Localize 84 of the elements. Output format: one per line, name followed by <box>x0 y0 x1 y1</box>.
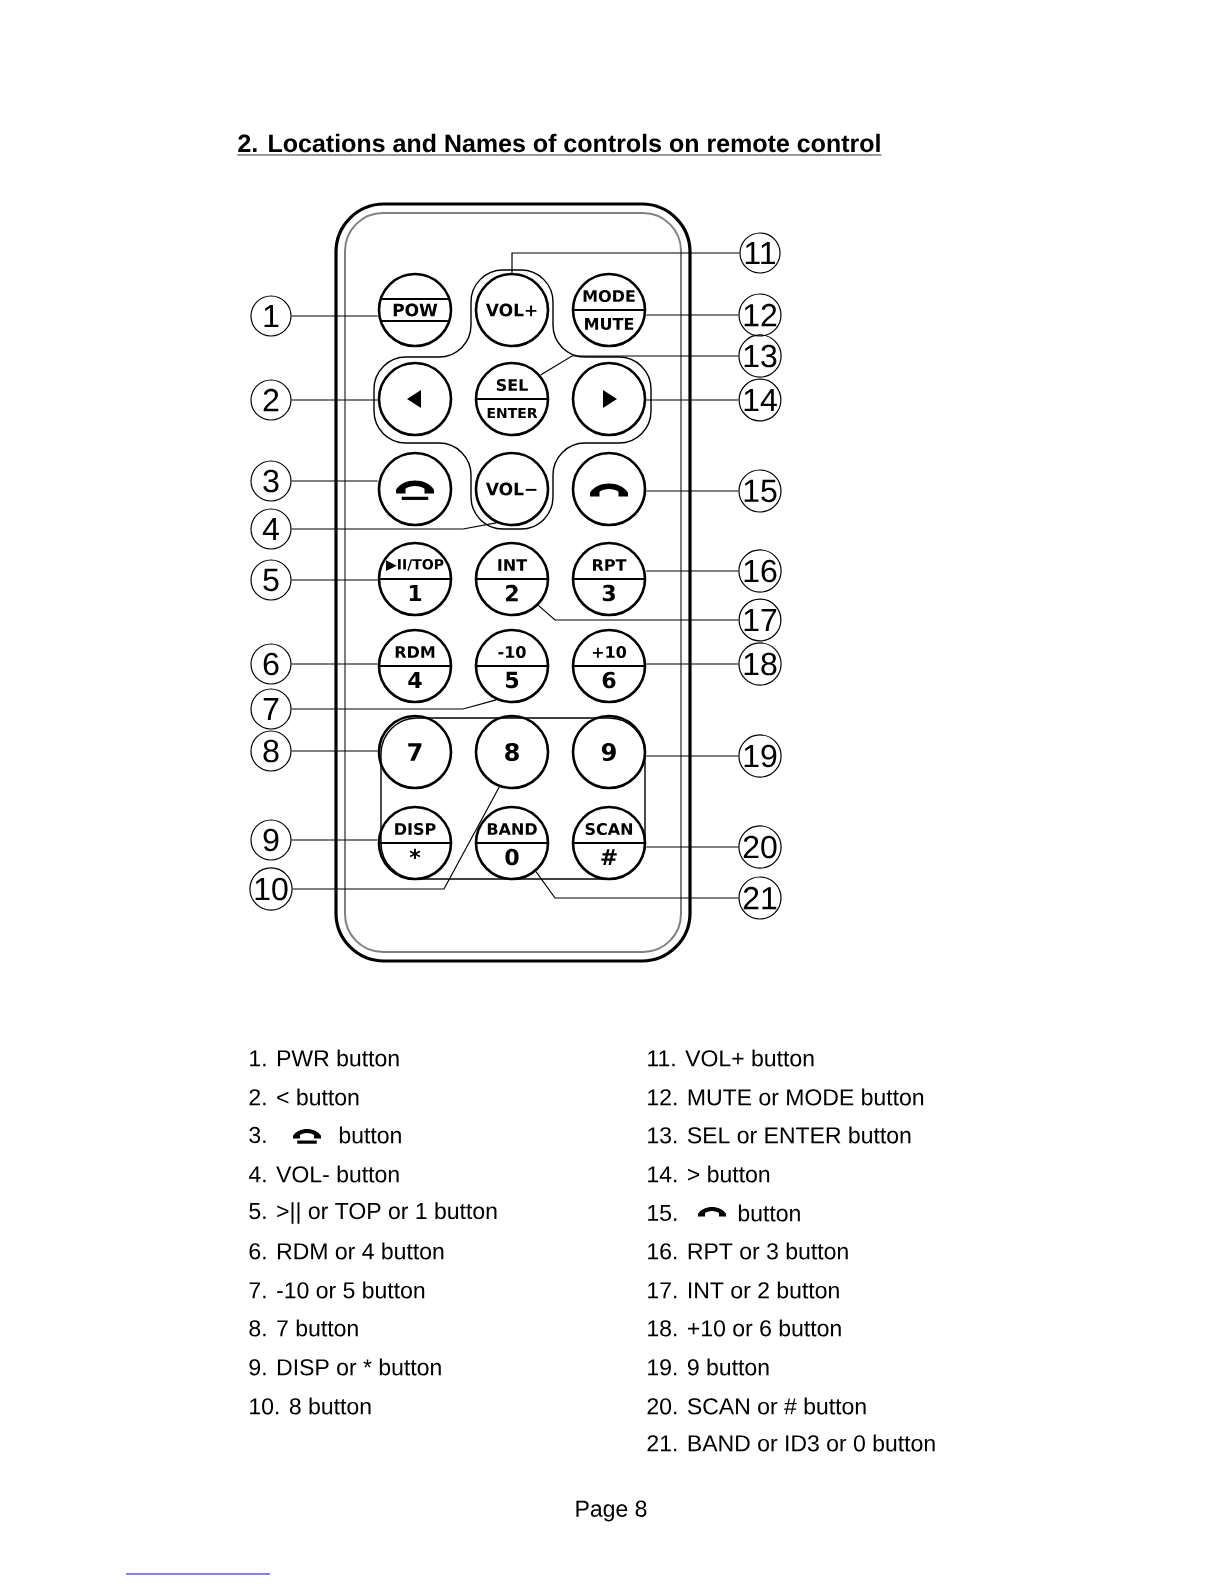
callout-number: 19 <box>738 734 782 778</box>
callout-number: 3 <box>250 460 292 502</box>
round-button: POW <box>377 272 453 348</box>
round-button: +10 6 <box>571 628 647 704</box>
leader-line <box>645 663 739 665</box>
callout-number: 13 <box>738 334 782 378</box>
list-item: 11. VOL+ button <box>648 1049 814 1067</box>
list-item: button <box>738 1204 800 1222</box>
leader-line <box>291 399 379 401</box>
callout-number: 18 <box>738 642 782 686</box>
leader-line <box>291 750 379 752</box>
round-button: 9 <box>571 714 647 790</box>
leader-line <box>291 699 497 710</box>
callout-number: 20 <box>738 825 782 869</box>
list-item: 7. -10 or 5 button <box>249 1281 425 1299</box>
round-button: INT 2 <box>474 541 550 617</box>
list-item: 15. <box>648 1205 677 1222</box>
leader-line <box>291 579 379 581</box>
list-item: 4. VOL- button <box>248 1165 399 1183</box>
callout-number: 6 <box>250 643 292 685</box>
round-button: SCAN # <box>571 805 647 881</box>
callout-number: 11 <box>739 232 781 274</box>
callout-number: 8 <box>250 730 292 772</box>
heading: 2. Locations and Names of controls on remote control <box>237 133 882 156</box>
list-item: 3. <box>249 1126 266 1144</box>
list-item: 1. PWR button <box>250 1049 399 1067</box>
list-item: 21. BAND or ID3 or 0 button <box>647 1434 935 1452</box>
leader-line <box>645 399 740 401</box>
callout-number: 12 <box>738 293 782 337</box>
callout-number: 1 <box>250 295 292 337</box>
leader-line <box>540 355 739 376</box>
round-button: DISP * <box>377 805 453 881</box>
list-item: 2. < button <box>249 1088 359 1106</box>
list-item: 17. INT or 2 button <box>648 1281 839 1299</box>
leader-line <box>291 663 379 665</box>
callout-number: 4 <box>250 508 292 550</box>
list-item: 5. >|| or TOP or 1 button <box>249 1202 497 1224</box>
round-button: -10 5 <box>474 628 550 704</box>
list-item: 9. DISP or * button <box>249 1358 441 1376</box>
list-item: 16. RPT or 3 button <box>648 1242 848 1260</box>
callout-number: 16 <box>738 549 782 593</box>
leader-line <box>292 786 500 890</box>
leader-line <box>291 315 379 317</box>
list-item: 20. SCAN or # button <box>647 1397 866 1415</box>
callout-number: 17 <box>738 598 782 642</box>
leader-line <box>535 871 739 899</box>
round-button: RDM 4 <box>377 628 453 704</box>
callout-number: 10 <box>249 867 293 911</box>
leader-line <box>291 480 379 482</box>
round-button: BAND 0 <box>474 805 550 881</box>
round-button: ▶II/TOP 1 <box>377 541 453 617</box>
callout-number: 21 <box>738 876 782 920</box>
callout-number: 5 <box>250 559 292 601</box>
leader-line <box>645 846 739 848</box>
round-button: VOL+ <box>474 272 550 348</box>
round-button: SEL ENTER <box>474 361 550 437</box>
round-button: 8 <box>474 714 550 790</box>
leader-line <box>645 755 739 757</box>
leader-line <box>645 570 739 572</box>
list-item: 10. 8 button <box>250 1397 371 1415</box>
callout-number: 2 <box>250 379 292 421</box>
list-item: button <box>339 1126 401 1144</box>
list-item: 8. 7 button <box>249 1319 358 1337</box>
round-button: RPT 3 <box>571 541 647 617</box>
leader-line <box>645 490 739 492</box>
leader-line <box>511 252 740 274</box>
round-button: 7 <box>377 714 453 790</box>
page-number: Page 8 <box>576 1500 647 1522</box>
leader-line <box>291 522 497 530</box>
list-item: 12. MUTE or MODE button <box>648 1088 924 1106</box>
leader-line <box>537 604 740 621</box>
list-item: 18. +10 or 6 button <box>648 1319 841 1337</box>
list-item: 14. > button <box>648 1165 770 1183</box>
list-item: 13. SEL or ENTER button <box>648 1126 911 1144</box>
callout-number: 7 <box>250 688 292 730</box>
round-button: MODE MUTE <box>571 272 647 348</box>
list-item: 6. RDM or 4 button <box>249 1242 444 1260</box>
round-button: VOL− <box>474 451 550 527</box>
leader-line <box>291 839 379 841</box>
list-item: 19. 9 button <box>648 1358 769 1376</box>
leader-line <box>645 314 739 316</box>
callout-number: 9 <box>250 819 292 861</box>
callout-number: 15 <box>738 469 782 513</box>
callout-number: 14 <box>738 378 782 422</box>
